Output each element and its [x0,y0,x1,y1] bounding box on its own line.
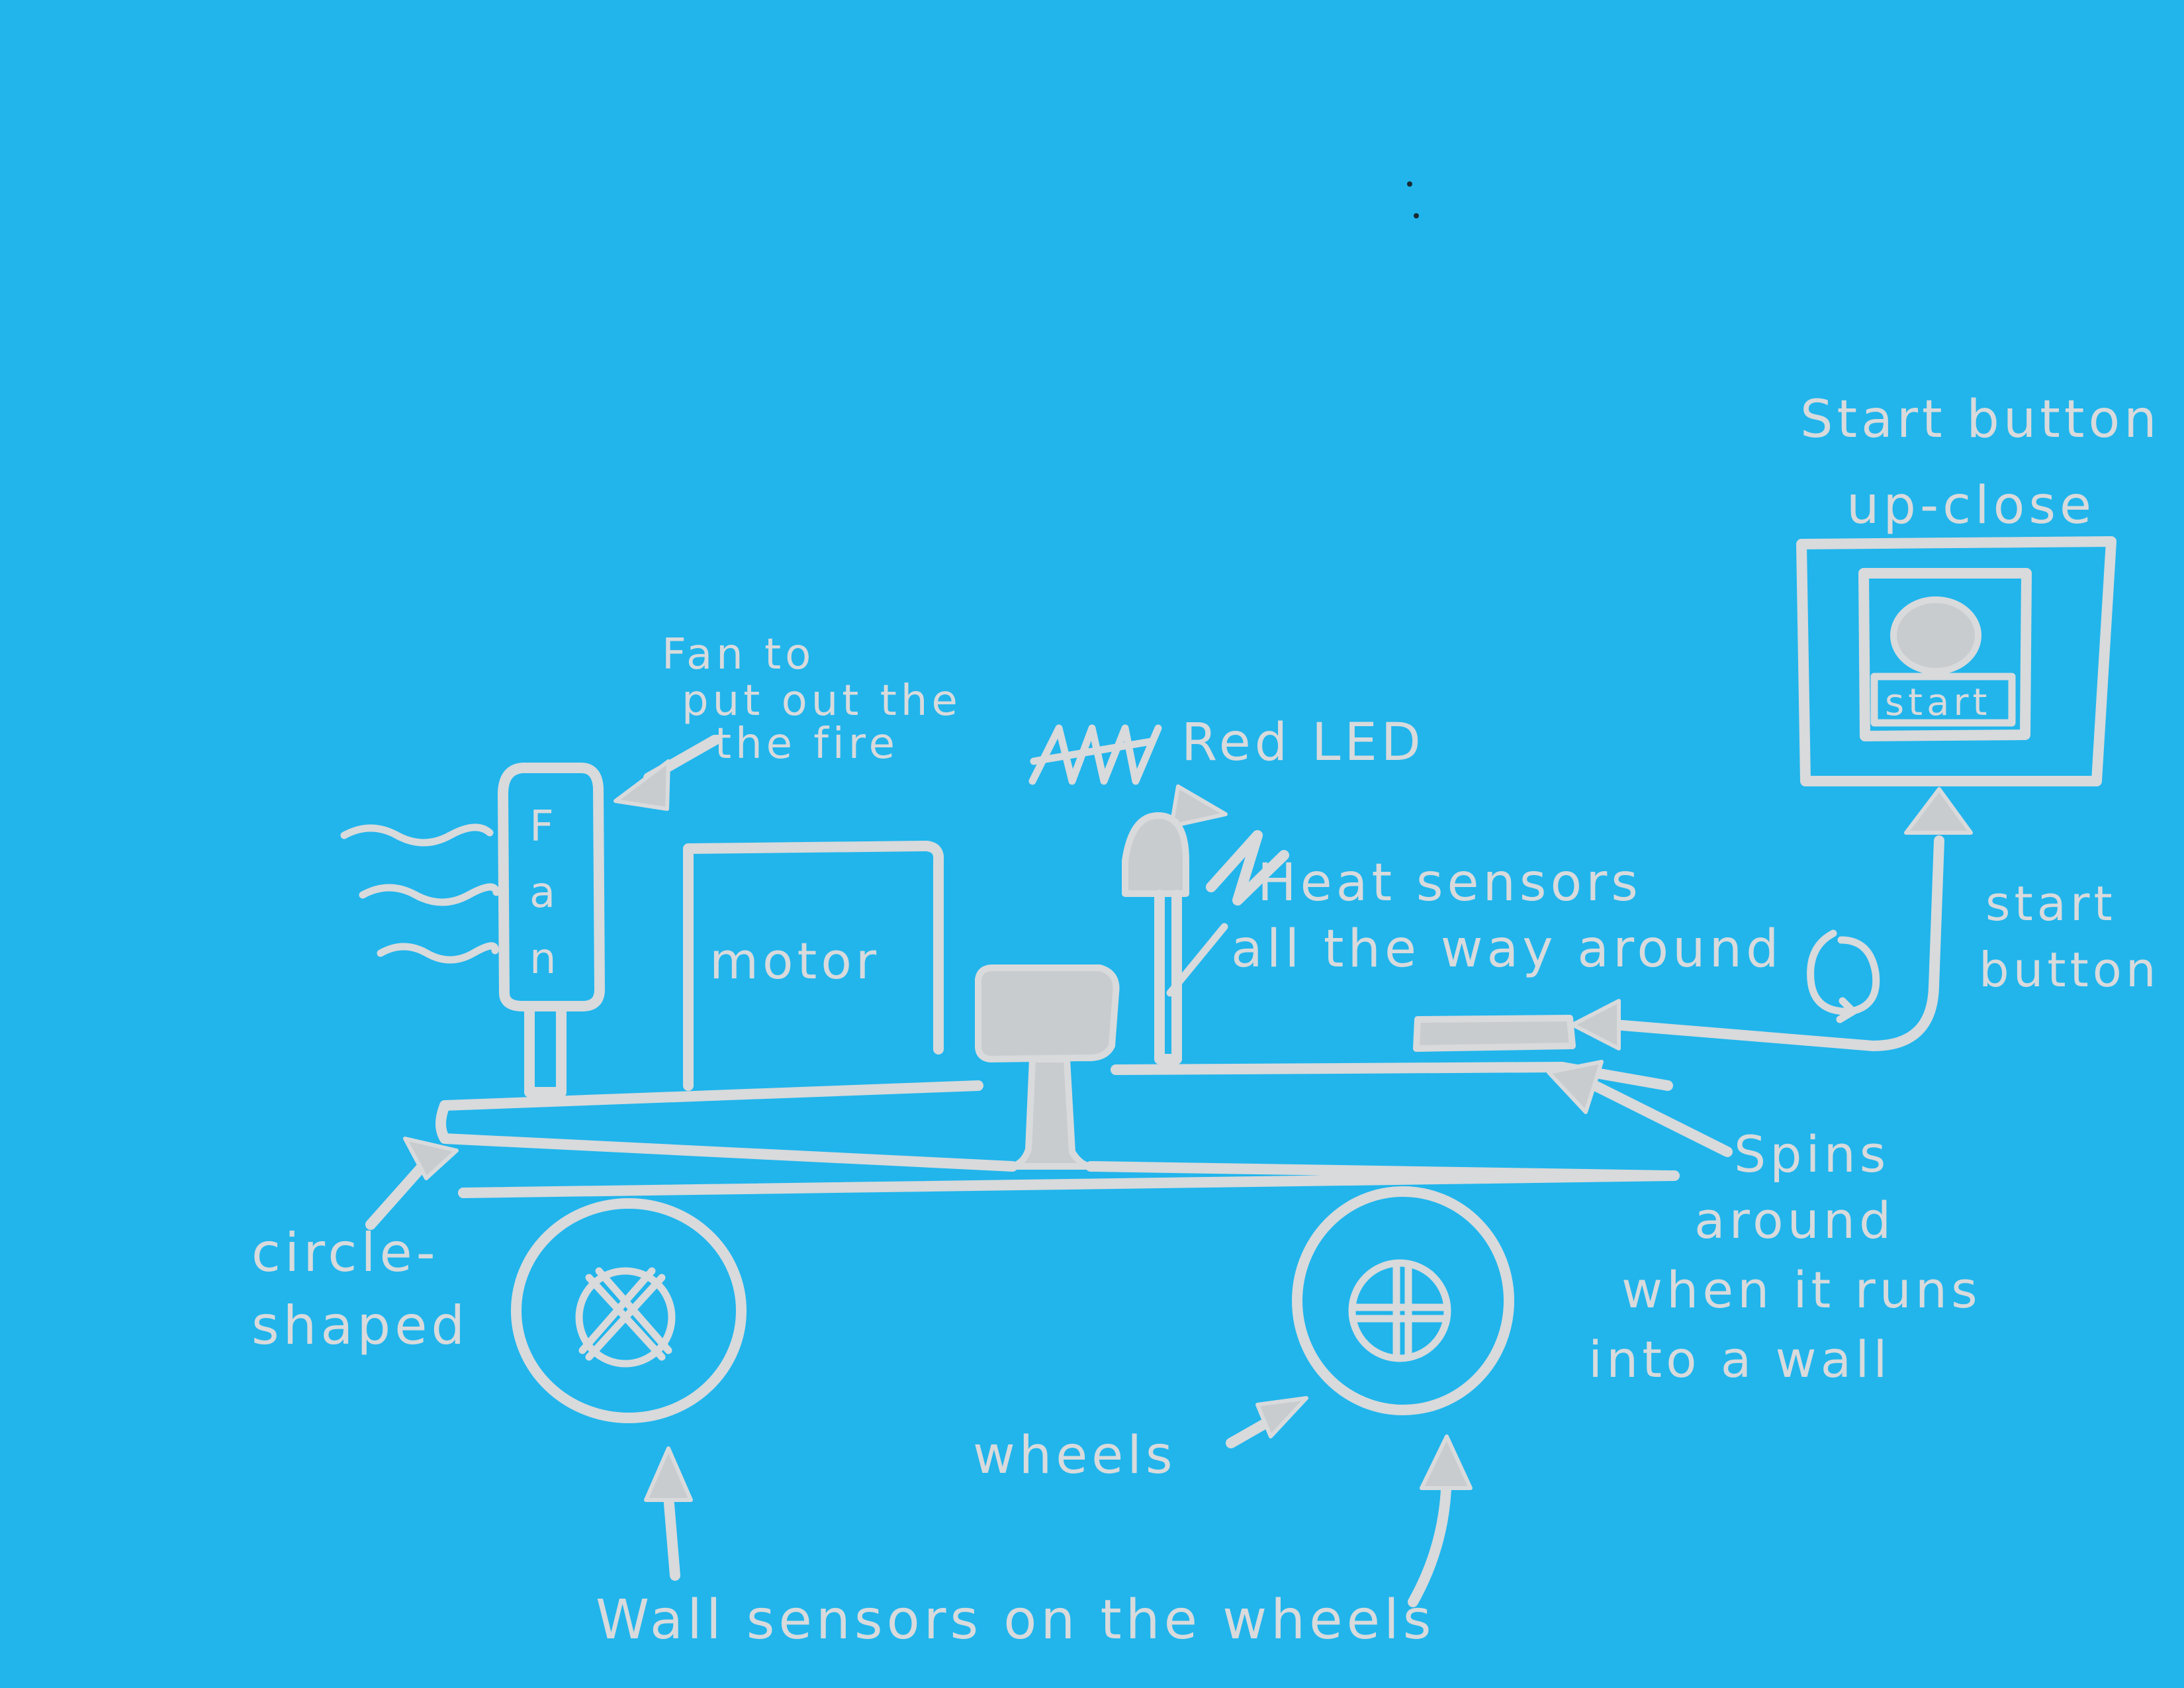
fan-letter-f: F [529,802,558,851]
stray-ink-dot [1414,213,1419,218]
start-button-label-line2: button [1979,942,2160,998]
start-button-dome-icon [1890,596,1981,675]
spins-label-line1: Spins [1734,1125,1889,1184]
rotate-arrow-icon [1807,929,1880,1023]
start-button-callout-arrow [1570,787,1973,1051]
wall-sensors-arrow-left [644,1446,693,1581]
robot-chassis [435,1062,1680,1198]
circle-shaped-arrow [365,1137,459,1230]
red-led-label: Red LED [1181,713,1425,773]
left-wheel [511,1198,747,1423]
circle-shaped-label-line1: circle- [251,1222,439,1284]
start-button-text: start [1885,681,1991,724]
spins-label-line2: around [1694,1191,1895,1250]
start-button-closeup: start [1796,536,2116,786]
wall-sensors-label: Wall sensors on the wheels [596,1589,1435,1652]
heat-sensor-lead-lines [1166,830,1289,997]
start-button-upclose-title-line2: up-close [1846,476,2095,536]
fan-note-line3: the fire [715,720,899,769]
fan-letter-n: n [529,935,561,984]
fan-note-arrow [614,735,720,811]
spins-arrow [1547,1060,1733,1157]
fan-note-line1: Fan to [662,630,815,679]
wind-lines-icon [340,823,500,964]
motor-label: motor [709,931,880,990]
spins-label-line3: when it runs [1621,1260,1981,1319]
fan-unit: F a n [498,763,605,1098]
spins-label-line4: into a wall [1588,1330,1891,1389]
stray-ink-dot [1407,181,1412,187]
circle-shaped-label-line2: shaped [251,1295,469,1356]
wall-sensors-arrow-right [1408,1434,1473,1607]
red-led [1122,812,1189,1064]
right-wheel [1292,1186,1514,1415]
scribble-icon [1028,724,1162,785]
start-button-upclose-title-line1: Start button [1800,390,2161,449]
center-sensor-post [975,964,1120,1170]
motor-block: motor [683,841,944,1091]
red-led-arrow [1169,784,1228,828]
wheels-arrow [1226,1396,1308,1448]
start-button-label-line1: start [1985,876,2116,931]
heat-sensors-label-line1: Heat sensors [1257,853,1642,913]
wheels-label: wheels [973,1426,1177,1485]
fan-note-line2: put out the [682,677,962,726]
heat-sensors-label-line2: all the way around [1231,919,1783,979]
fan-letter-a: a [529,868,559,917]
body-start-button [1413,1015,1576,1052]
